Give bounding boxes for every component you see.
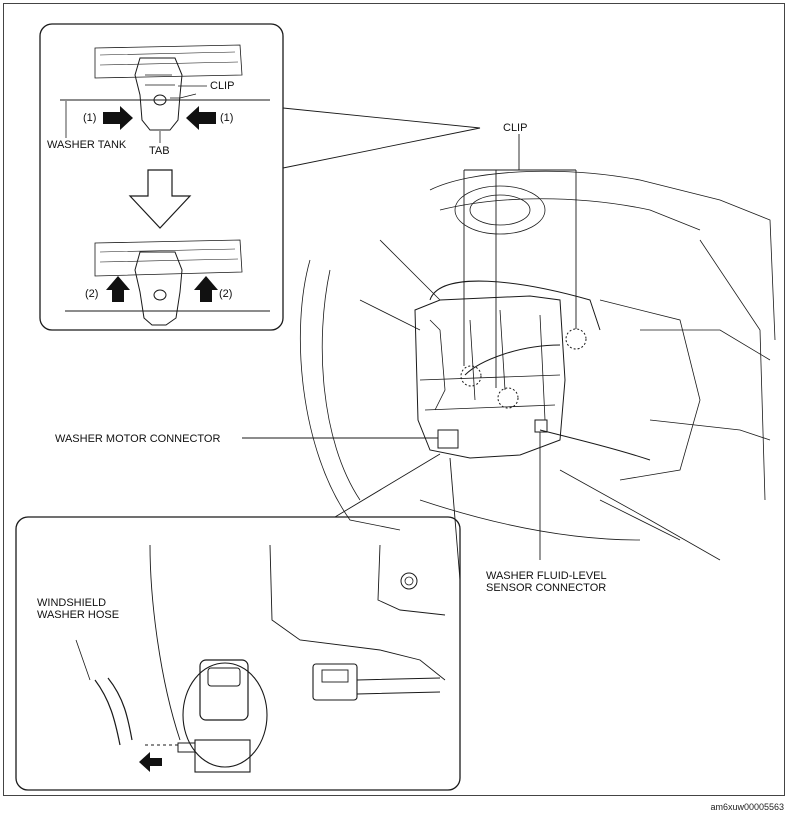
washer-hose — [94, 679, 121, 746]
vehicle-front-drawing — [299, 170, 776, 561]
figure-code: am6xuw00005563 — [710, 802, 784, 812]
tab-label: TAB — [149, 145, 170, 157]
step2-label-right: (2) — [219, 288, 233, 300]
sensor-connector — [312, 663, 358, 701]
connector-detail-inset — [15, 453, 461, 791]
inset-callout-lines — [282, 107, 481, 169]
windshield-washer-hose-label: WINDSHIELD WASHER HOSE — [37, 597, 120, 621]
lift-arrow-right — [194, 276, 218, 302]
lift-arrow-left — [106, 276, 130, 302]
press-arrow-left — [103, 106, 133, 130]
figure-frame — [3, 3, 785, 796]
clip-leader-lines — [463, 134, 577, 388]
sequence-arrow — [128, 169, 192, 229]
motor-connector — [199, 659, 249, 721]
clip-label: CLIP — [503, 122, 528, 134]
clip-release-inset — [39, 23, 284, 331]
washer-motor — [182, 662, 268, 768]
washer-tank-label: WASHER TANK — [47, 139, 127, 151]
disconnect-arrow — [139, 752, 162, 772]
clip-label-inset: CLIP — [210, 80, 235, 92]
washer-tank — [414, 295, 566, 459]
step2-label-left: (2) — [85, 288, 99, 300]
step1-label-right: (1) — [220, 112, 234, 124]
washer-motor-connector-label: WASHER MOTOR CONNECTOR — [55, 433, 221, 445]
fluid-level-sensor-connector-label: WASHER FLUID-LEVEL SENSOR CONNECTOR — [486, 570, 607, 594]
step1-label-left: (1) — [83, 112, 97, 124]
press-arrow-right — [186, 106, 216, 130]
